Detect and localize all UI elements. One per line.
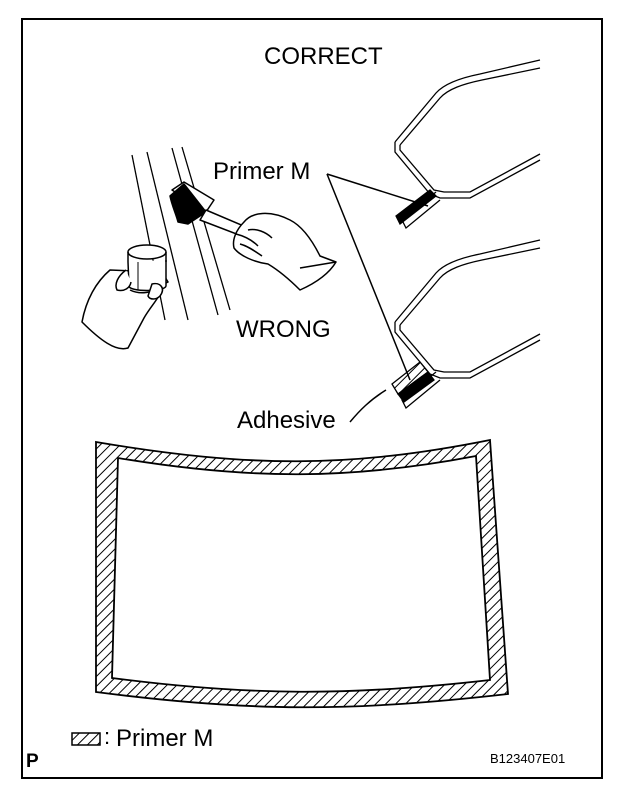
adhesive-callout-label: Adhesive (237, 407, 336, 434)
windshield-glass (95, 438, 509, 709)
wrong-label: WRONG (236, 316, 331, 343)
primer-callout-label: Primer M (213, 158, 311, 185)
correct-cross-section (394, 59, 541, 230)
legend-separator: : (104, 724, 111, 749)
legend-swatch-icon (71, 732, 101, 746)
figure-frame (21, 18, 603, 779)
legend-label: Primer M (116, 725, 214, 752)
corner-letter: P (26, 751, 39, 772)
wrong-cross-section (391, 239, 541, 410)
cup-hand-icon (81, 244, 169, 350)
leader-lines (326, 173, 429, 423)
brush-hand-icon (169, 181, 337, 291)
correct-label: CORRECT (264, 43, 383, 70)
figure-code: B123407E01 (490, 751, 566, 766)
